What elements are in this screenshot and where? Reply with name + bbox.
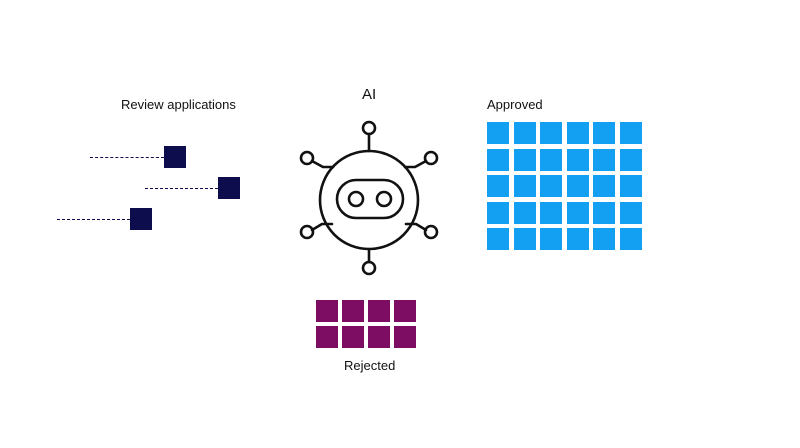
ai-node-lower-right [423,224,439,240]
approved-application-square [540,175,563,198]
approved-application-square [566,148,589,171]
approved-application-square [593,122,616,144]
rejected-application-square [342,300,364,322]
approved-label: Approved [487,97,543,112]
approved-application-square [540,228,563,251]
rejected-label: Rejected [344,358,396,373]
approved-application-square [513,148,536,171]
approved-application-square [487,175,509,198]
ai-icon-strokes [299,120,439,276]
rejected-application-square [368,326,390,348]
ai-link-lower-right [404,222,428,232]
ai-link-upper-left [310,159,335,169]
application-square [164,146,186,168]
approved-application-square [513,175,536,198]
approved-application-square [619,122,642,144]
rejected-application-square [316,300,338,322]
ai-eye-right [375,190,393,208]
approved-application-square [593,175,616,198]
ai-link-upper-right [403,159,428,169]
approved-application-square [513,122,536,144]
approved-application-square [566,201,589,224]
rejected-application-square [394,326,416,348]
approved-application-square [566,228,589,251]
approved-application-square [619,148,642,171]
approved-application-square [540,122,563,144]
ai-node-bottom [361,260,377,276]
approved-application-square [487,228,509,251]
application-square [218,177,240,199]
rejected-application-square [394,300,416,322]
approved-application-square [513,201,536,224]
ai-link-lower-left [310,222,334,232]
ai-node-upper-left [299,150,315,166]
ai-node-lower-left [299,224,315,240]
approved-application-square [566,122,589,144]
approved-application-square [487,122,509,144]
review-applications-label: Review applications [121,97,236,112]
approved-application-square [487,148,509,171]
application-trail [145,188,218,189]
approved-application-square [619,228,642,251]
ai-network-bot-icon [299,120,439,276]
ai-label: AI [362,86,377,103]
ai-node-upper-right [423,150,439,166]
rejected-application-square [316,326,338,348]
rejected-application-square [342,326,364,348]
approved-application-square [593,201,616,224]
approved-application-square [540,201,563,224]
approved-application-square [540,148,563,171]
approved-grid [487,122,642,251]
approved-application-square [566,175,589,198]
approved-application-square [487,201,509,224]
approved-application-square [593,228,616,251]
ai-node-top [361,120,377,136]
ai-visor [335,178,405,220]
rejected-application-square [368,300,390,322]
approved-application-square [513,228,536,251]
application-trail [57,219,130,220]
rejected-grid [316,300,416,348]
approved-application-square [593,148,616,171]
approved-application-square [619,175,642,198]
ai-eye-left [347,190,365,208]
approved-application-square [619,201,642,224]
application-square [130,208,152,230]
application-trail [90,157,164,158]
